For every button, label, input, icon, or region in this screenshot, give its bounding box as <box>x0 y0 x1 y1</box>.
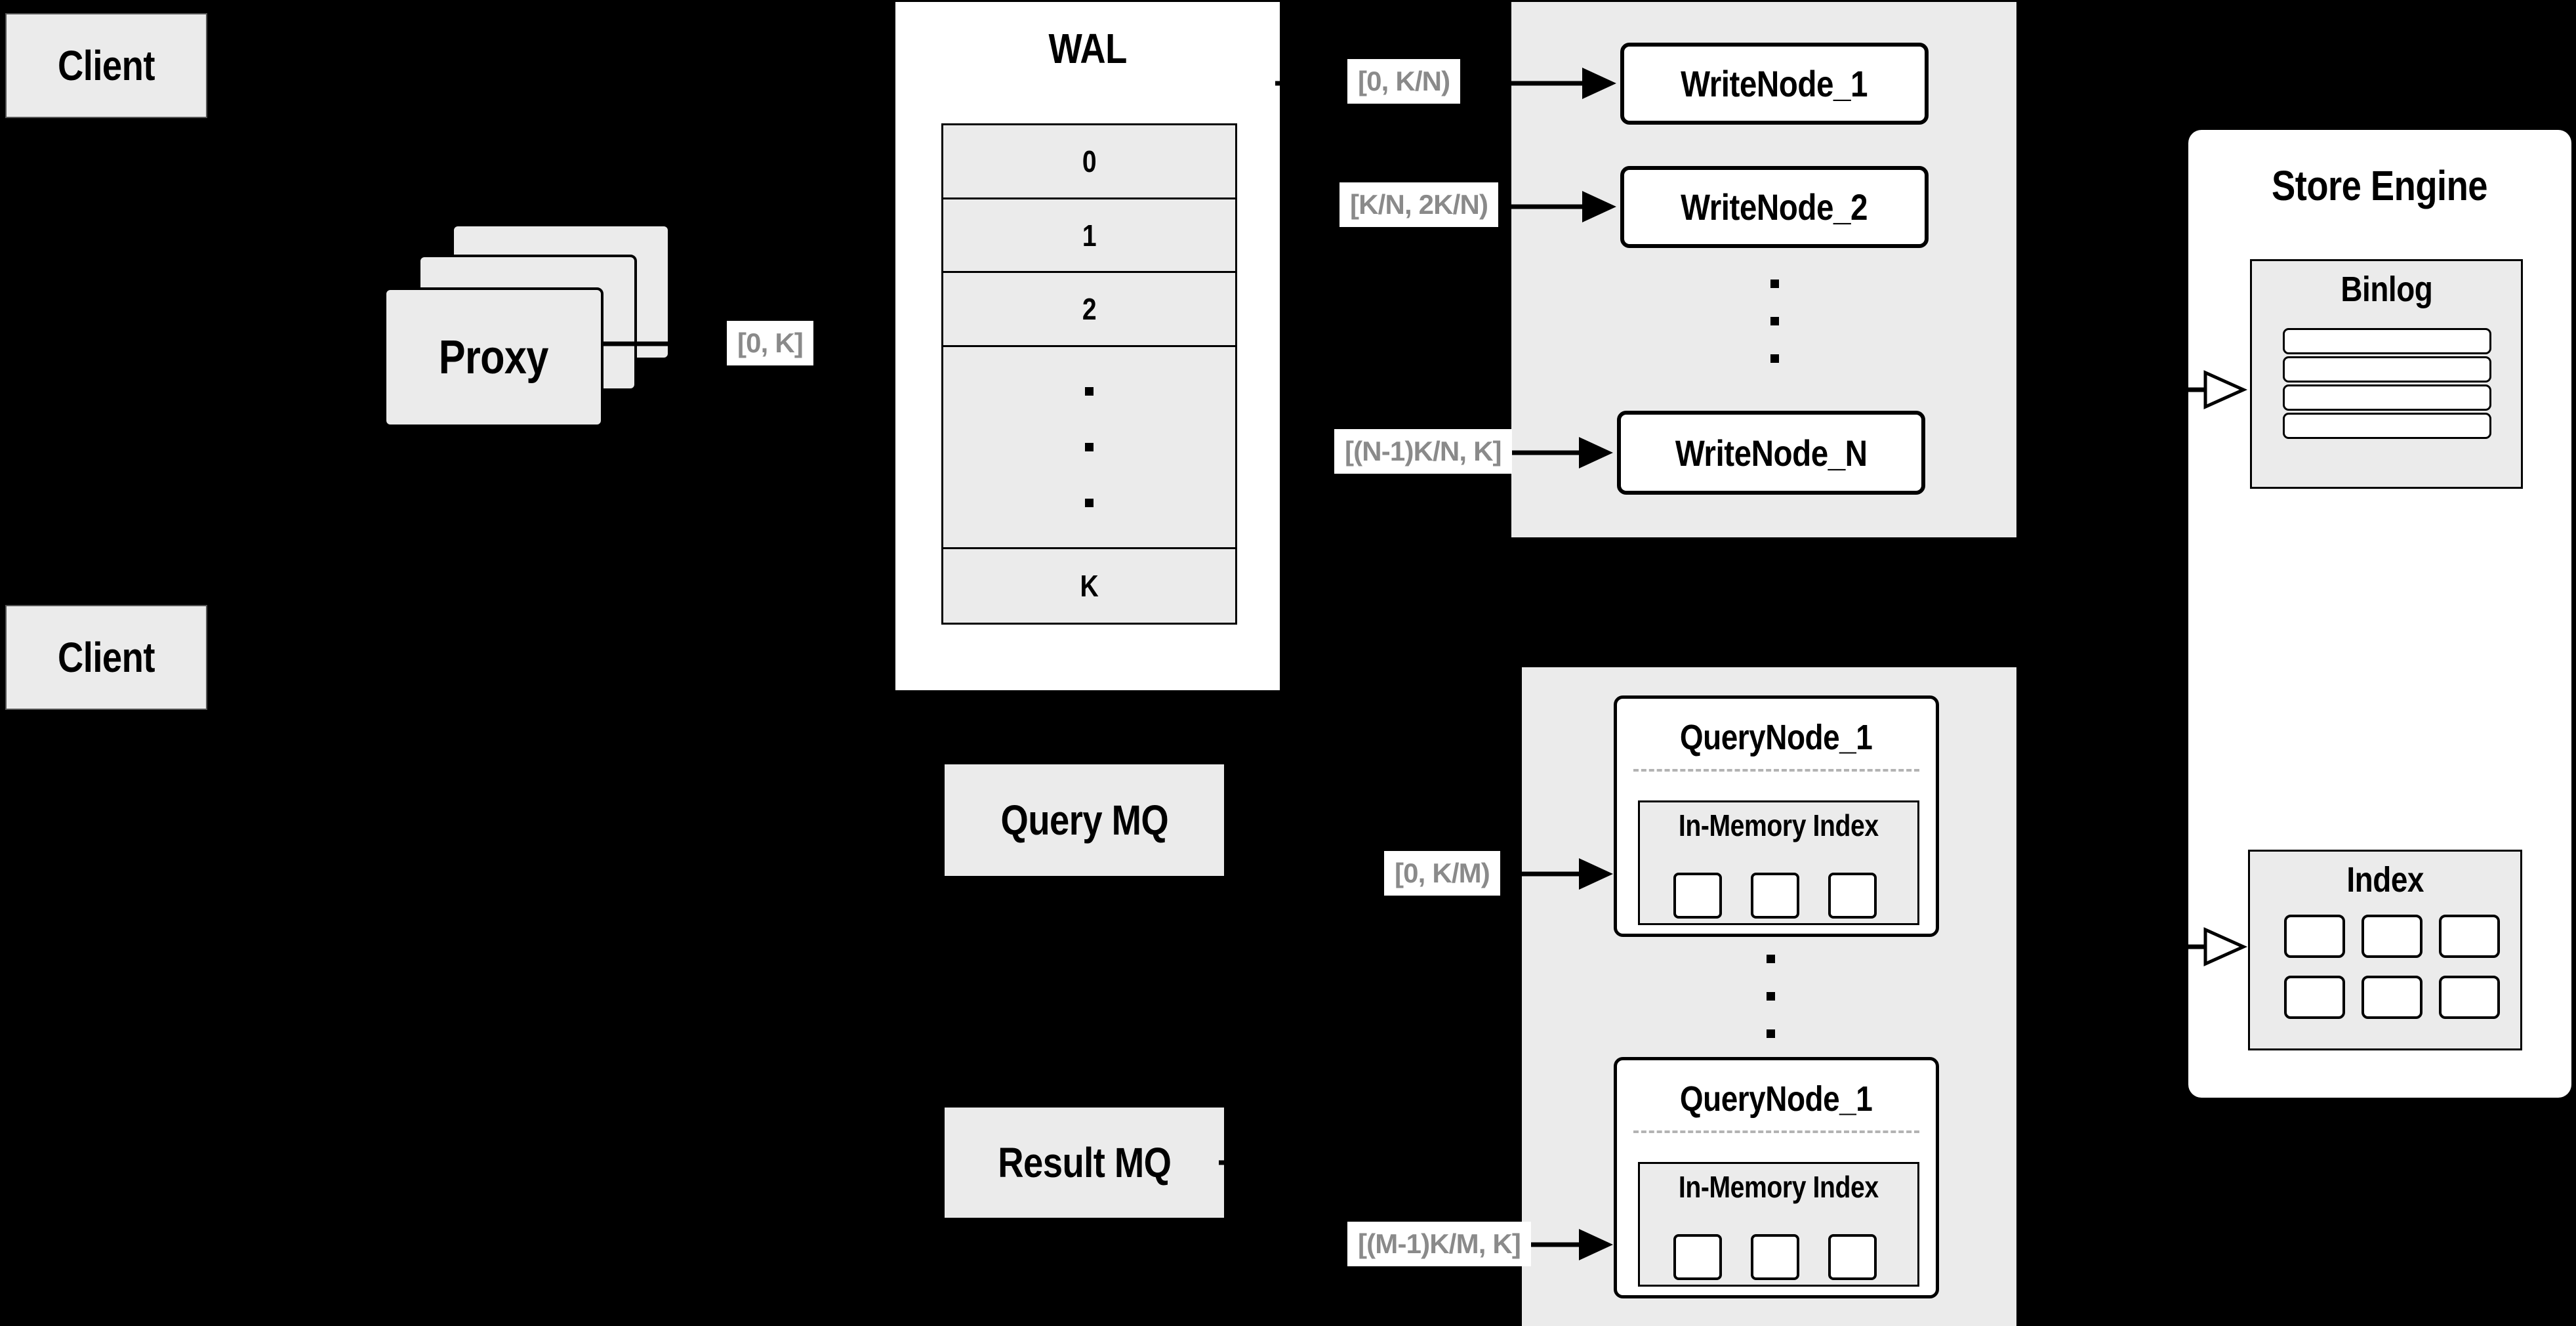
client-box-bottom: Client <box>5 605 207 710</box>
store-engine-panel: Store Engine Binlog Index <box>2188 130 2571 1098</box>
index-segment <box>1828 873 1877 919</box>
query-node-panel: QueryNode_1 In-Memory Index QueryNode_1 … <box>1522 667 2016 1326</box>
range-label-writenode-2: [K/N, 2K/N) <box>1339 182 1499 227</box>
binlog-box: Binlog <box>2250 259 2523 489</box>
query-node-top: QueryNode_1 In-Memory Index <box>1614 695 1939 937</box>
index-cell <box>2284 915 2345 958</box>
binlog-row <box>2283 356 2491 383</box>
store-engine-title: Store Engine <box>2272 162 2488 209</box>
wal-row-2: 2 <box>943 273 1235 347</box>
binlog-row <box>2283 328 2491 354</box>
index-box: Index <box>2248 850 2522 1050</box>
binlog-title: Binlog <box>2340 270 2433 309</box>
range-label-querynode-top: [0, K/M) <box>1384 851 1500 896</box>
vertical-ellipsis-icon <box>1770 280 1779 363</box>
dashed-separator <box>1633 1130 1919 1133</box>
client-bottom-label: Client <box>58 634 155 681</box>
in-memory-index-bottom: In-Memory Index <box>1638 1162 1919 1287</box>
write-node-1: WriteNode_1 <box>1620 43 1929 125</box>
wal-row-k: K <box>943 549 1235 623</box>
binlog-row <box>2283 413 2491 439</box>
index-cell <box>2361 915 2423 958</box>
write-node-n-label: WriteNode_N <box>1675 432 1868 474</box>
proxy-label: Proxy <box>438 331 549 384</box>
index-cell <box>2439 976 2500 1019</box>
binlog-row <box>2283 384 2491 411</box>
result-mq-box: Result MQ <box>945 1108 1224 1218</box>
wal-title: WAL <box>1048 25 1127 72</box>
range-label-writenode-1: [0, K/N) <box>1347 59 1461 104</box>
query-mq-box: Query MQ <box>945 764 1224 876</box>
wal-row-0: 0 <box>943 125 1235 199</box>
result-mq-label: Result MQ <box>997 1139 1172 1186</box>
index-title: Index <box>2346 860 2424 900</box>
query-node-top-title: QueryNode_1 <box>1680 718 1873 757</box>
index-segment <box>1673 1234 1722 1280</box>
query-node-bottom-title: QueryNode_1 <box>1680 1079 1873 1119</box>
query-mq-label: Query MQ <box>1000 797 1168 844</box>
range-label-proxy-wal: [0, K] <box>727 321 813 365</box>
wal-panel: WAL 0 1 2 K <box>895 2 1280 690</box>
index-segment <box>1828 1234 1877 1280</box>
index-segment <box>1751 1234 1799 1280</box>
wal-segment-table: 0 1 2 K <box>941 123 1237 625</box>
wal-row-ellipsis <box>943 347 1235 549</box>
write-node-2: WriteNode_2 <box>1620 166 1929 248</box>
dashed-separator <box>1633 769 1919 772</box>
index-cell <box>2439 915 2500 958</box>
query-node-bottom: QueryNode_1 In-Memory Index <box>1614 1057 1939 1298</box>
write-node-2-label: WriteNode_2 <box>1681 186 1868 228</box>
index-cell <box>2284 976 2345 1019</box>
in-memory-index-bottom-label: In-Memory Index <box>1679 1170 1879 1204</box>
client-box-top: Client <box>5 13 207 118</box>
vertical-ellipsis-icon <box>1085 387 1094 507</box>
index-cell <box>2361 976 2423 1019</box>
write-node-n: WriteNode_N <box>1617 411 1925 495</box>
vertical-ellipsis-icon <box>1767 955 1775 1038</box>
write-node-1-label: WriteNode_1 <box>1681 63 1868 104</box>
client-top-label: Client <box>58 42 155 89</box>
index-segment <box>1673 873 1722 919</box>
range-label-querynode-bottom: [(M-1)K/M, K] <box>1347 1222 1532 1266</box>
index-segment <box>1751 873 1799 919</box>
wal-row-1: 1 <box>943 199 1235 273</box>
in-memory-index-top: In-Memory Index <box>1638 800 1919 925</box>
in-memory-index-top-label: In-Memory Index <box>1679 808 1879 842</box>
proxy-box: Proxy <box>384 287 603 427</box>
range-label-writenode-n: [(N-1)K/N, K] <box>1334 429 1512 474</box>
